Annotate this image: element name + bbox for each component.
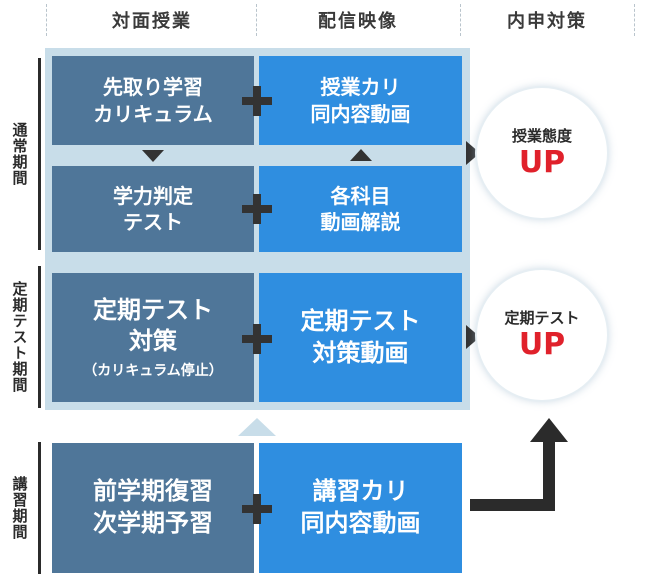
plus-icon: [242, 494, 272, 524]
arrow-down-icon: [142, 150, 164, 162]
period-bar-test: [38, 266, 41, 408]
header-report-card-prep: 内申対策: [507, 11, 587, 32]
cell-class-curriculum-video-text: 授業カリ 同内容動画: [310, 75, 411, 126]
header-divider: [460, 4, 461, 36]
period-label-test: 定期テスト期間: [10, 281, 29, 393]
result-test-label: 定期テスト: [504, 309, 580, 328]
period-label-regular: 通常期間: [10, 122, 29, 186]
cell-ability-test: 学力判定 テスト: [52, 166, 254, 252]
cell-subject-video-explanation: 各科目 動画解説: [259, 166, 462, 252]
cell-lecture-curriculum-video: 講習カリ 同内容動画: [259, 443, 462, 573]
plus-icon: [242, 324, 272, 354]
arrow-up-icon: [350, 149, 372, 161]
header-divider: [256, 4, 257, 36]
cell-ability-test-text: 学力判定 テスト: [113, 183, 193, 234]
cell-lecture-curriculum-video-text: 講習カリ 同内容動画: [300, 477, 421, 537]
period-bar-lecture: [38, 442, 41, 574]
header-divider: [46, 4, 47, 36]
header-divider: [634, 4, 635, 36]
cell-test-prep-text: 定期テスト 対策: [93, 295, 213, 356]
result-circle-attitude: 授業態度 UP: [475, 86, 609, 220]
result-test-up: UP: [518, 327, 566, 363]
cell-test-prep-video-text: 定期テスト 対策動画: [300, 306, 421, 367]
cell-review-preview: 前学期復習 次学期予習: [52, 443, 254, 573]
plus-icon: [242, 194, 272, 224]
cell-advance-curriculum-text: 先取り学習 カリキュラム: [93, 75, 213, 126]
header-face-to-face: 対面授業: [112, 11, 192, 32]
result-attitude-up: UP: [518, 145, 566, 181]
cell-review-preview-text: 前学期復習 次学期予習: [93, 477, 213, 537]
cell-advance-curriculum: 先取り学習 カリキュラム: [52, 56, 254, 145]
cell-test-prep: 定期テスト 対策 （カリキュラム停止）: [52, 273, 254, 402]
cell-class-curriculum-video: 授業カリ 同内容動画: [259, 56, 462, 145]
period-bar-regular: [38, 58, 41, 250]
cell-test-prep-subtext: （カリキュラム停止）: [83, 362, 223, 379]
cell-subject-video-explanation-text: 各科目 動画解説: [320, 183, 401, 234]
arrow-up-light-icon: [238, 418, 276, 436]
header-streaming-video: 配信映像: [318, 11, 398, 32]
cell-test-prep-video: 定期テスト 対策動画: [259, 273, 462, 402]
result-attitude-label: 授業態度: [511, 127, 572, 146]
plus-icon: [242, 86, 272, 116]
result-circle-test: 定期テスト UP: [475, 268, 609, 402]
period-label-lecture: 講習期間: [10, 476, 29, 540]
